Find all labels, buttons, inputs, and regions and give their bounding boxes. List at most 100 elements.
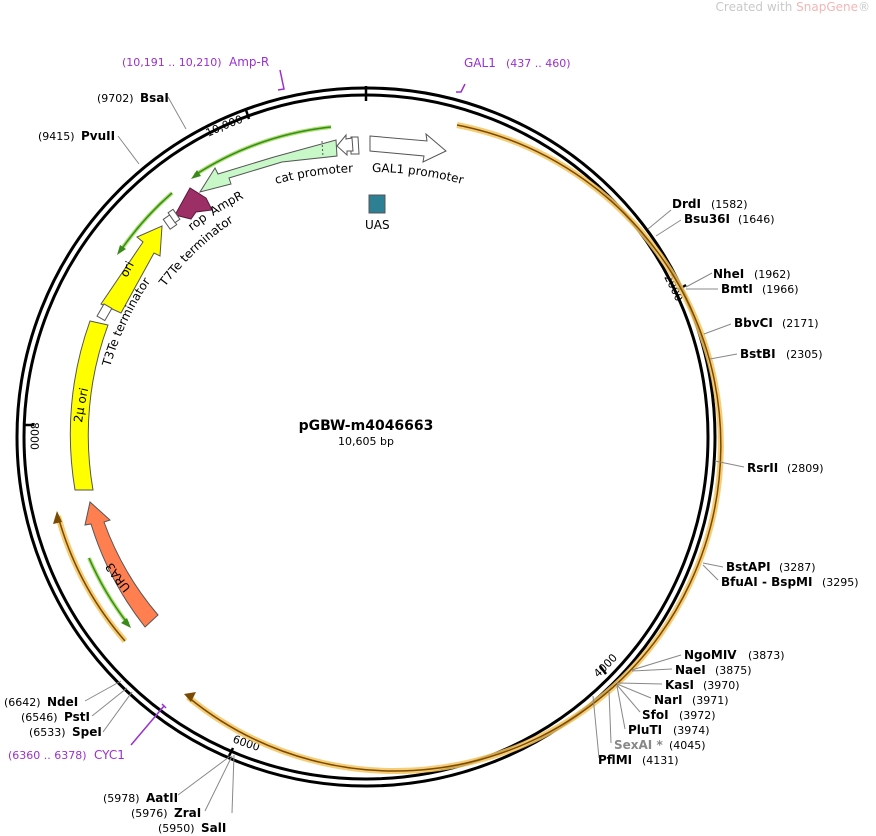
site-psti-name: PstI [64,710,90,724]
site-drdi-pos: (1582) [711,198,748,211]
green-arc-top-core [194,126,332,176]
site-bstapi-pos: (3287) [779,561,816,574]
site-ngomiv-pos: (3873) [748,649,785,662]
label-ori: ori [117,259,137,279]
tick-label-4000: 4000 [591,651,620,680]
leader-sali [177,756,230,796]
site-sali-name: SalI [201,821,226,835]
site-zrai-name: ZraI [174,806,201,820]
site-pflmi-pos: (4131) [642,754,679,767]
site-bstbi-pos: (2305) [786,348,823,361]
site-bspmi-name: - BspMI [762,575,812,589]
primer-cyc1-marker [130,703,167,746]
site-pluti-pos: (3974) [673,724,710,737]
primer-markers [130,69,466,746]
small-arrow-2 [336,133,354,157]
site-bsu36i-name: Bsu36I [684,212,730,226]
orf-arc-right-head [184,692,196,702]
rop-box [167,208,181,224]
watermark-suffix: ® [858,0,870,14]
site-spei-name: SpeI [72,725,102,739]
leader-ndei [84,680,122,702]
green-feature-arcs [87,125,332,628]
site-ndei-name: NdeI [47,695,78,709]
leader-aatii [231,754,235,814]
leader-psti [91,687,128,717]
watermark-prefix: Created with [715,0,797,14]
site-kasi-name: KasI [665,678,694,692]
leader-pluti [616,685,626,730]
green-arc-ori-head [117,245,126,255]
leader-bsu36i [655,219,682,237]
tick-marks [24,86,687,757]
site-pluti-name: PluTI [628,723,662,737]
site-sfoi-pos: (3972) [679,709,716,722]
leader-kasi [616,682,663,685]
site-zrai-pos: (5976) [131,807,168,820]
site-bsu36i-pos: (1646) [738,213,775,226]
site-kasi-pos: (3970) [703,679,740,692]
site-aatii-pos: (5978) [103,792,140,805]
site-bmti-pos: (1966) [762,283,799,296]
leader-rsrii [714,460,745,468]
leader-naei [631,668,673,672]
site-pvuii-name: PvuII [81,129,115,143]
site-sali-pos: (5950) [158,822,195,835]
green-arc-ori-core [120,192,173,251]
site-sexai-name: SexAI * [614,738,663,752]
t3te-box [96,303,113,322]
plasmid-name: pGBW-m4046663 [299,418,434,434]
site-pvuii-pos: (9415) [38,130,75,143]
leader-pflmi [592,695,600,759]
leader-bsai [167,96,187,130]
site-sexai-pos: (4045) [669,739,706,752]
ura3-arrow [84,501,159,628]
primer-gal1-label: GAL1 [464,56,496,70]
site-ndei-pos: (6642) [4,696,41,709]
site-bstbi-name: BstBI [740,347,776,361]
label-2mu-ori: 2μ ori [71,386,91,423]
leader-drdi [647,209,672,230]
leader-nhei [685,272,713,288]
leader-ngomiv [631,654,682,671]
primer-cyc1-range: (6360 .. 6378) [8,749,87,762]
site-rsrii-name: RsrII [747,461,778,475]
primer-gal1-range: (437 .. 460) [506,57,571,70]
primer-ampr-range: (10,191 .. 10,210) [122,56,222,69]
site-ngomiv-name: NgoMIV [684,648,737,662]
site-nhei-name: NheI [713,267,744,281]
leader-nari [616,683,652,699]
site-rsrii-pos: (2809) [787,462,824,475]
gal1-promoter-arrow [369,132,447,163]
site-nari-pos: (3971) [692,694,729,707]
site-drdi-name: DrdI [672,197,701,211]
primer-ampr-label: Amp-R [229,55,269,69]
site-bspmi-pos: (3295) [822,576,859,589]
orf-arc-left-core [57,515,126,642]
leader-bbvci [703,323,732,335]
leader-bstbi [709,353,738,360]
label-uas: UAS [365,218,390,232]
cat-promoter-arrow [198,139,338,193]
cat-promoter-dash [321,140,324,158]
plasmid-size: 10,605 bp [338,435,394,448]
leader-bstapi [702,562,724,568]
primer-ampr-marker [277,69,285,91]
tick-label-8000: 8000 [28,422,41,450]
site-bfuai-name: BfuAI [721,575,758,589]
uas-box [368,194,386,214]
green-arc-top-head [191,170,201,179]
ampr-arrow [174,187,213,220]
leader-pvuii [117,135,140,165]
green-arc-ura3-head [121,618,131,628]
site-leader-lines [84,96,745,814]
orf-arcs [53,122,724,775]
leader-bfuai [702,564,719,581]
tick-4000 [599,665,607,675]
ori-arrow [100,225,163,314]
site-bsai-pos: (9702) [97,92,134,105]
site-spei-pos: (6533) [29,726,66,739]
site-bstapi-name: BstAPI [726,560,771,574]
primer-gal1-marker [456,83,466,93]
